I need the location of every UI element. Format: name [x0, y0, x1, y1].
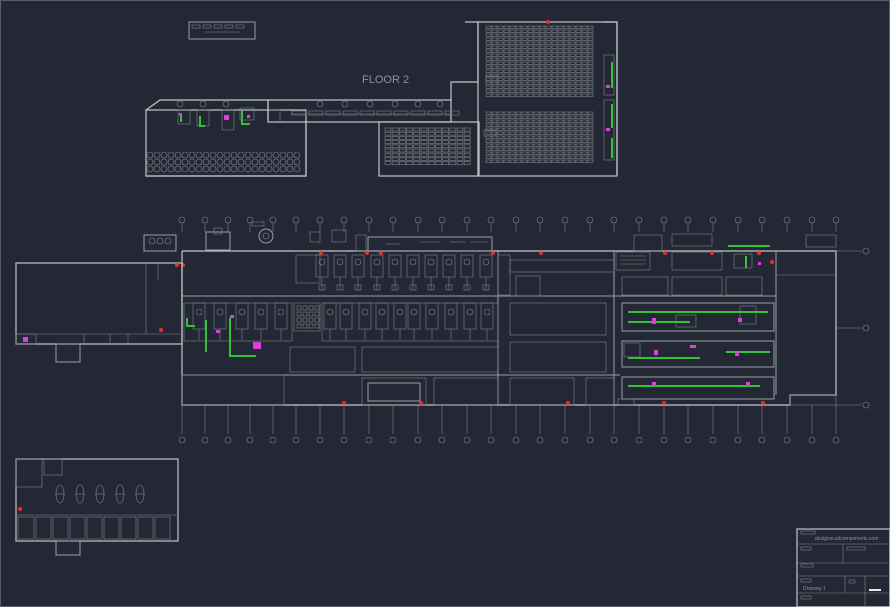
grid-bubbles-top: [178, 216, 840, 232]
floor2-main-hall: [477, 21, 618, 177]
seating-block-a: [384, 127, 471, 165]
process-tanks-lower: [183, 302, 499, 342]
floor1-rooftop-units: [143, 221, 837, 252]
floor2-label: FLOOR 2: [362, 74, 409, 86]
seating-circles: [146, 151, 301, 173]
floor1-east-bays: [615, 245, 837, 406]
floor2-equipment: [177, 107, 281, 131]
floor1-plan: [143, 216, 870, 444]
fire-equipment-markers: [181, 251, 774, 405]
grid-bubbles-right: [836, 247, 870, 409]
legend-box: [188, 21, 256, 40]
floor2-east-equipment: [546, 20, 615, 161]
grid-bubbles-bottom: [178, 405, 840, 444]
west-annex-plan: [15, 262, 183, 363]
process-tanks-upper: [315, 254, 493, 291]
south-tanks: [55, 484, 145, 504]
title-block-url: designscadcomponents.com: [815, 536, 878, 542]
floor1-lower-rooms: [181, 254, 615, 406]
title-block: designscadcomponents.com Drawing-1: [796, 528, 890, 607]
floor1-outline: [181, 250, 837, 406]
floor2-hall: [378, 121, 480, 177]
legend-swatches: [191, 24, 245, 33]
south-rooms: [17, 516, 171, 540]
seating-block-b: [483, 25, 594, 163]
south-annex-plan: [15, 458, 179, 556]
floor1-west-piping: [186, 315, 261, 357]
floor2-plan: FLOOR 2: [145, 20, 618, 177]
title-block-drawing-id: Drawing-1: [803, 586, 826, 592]
corridor-markers: [176, 100, 460, 116]
